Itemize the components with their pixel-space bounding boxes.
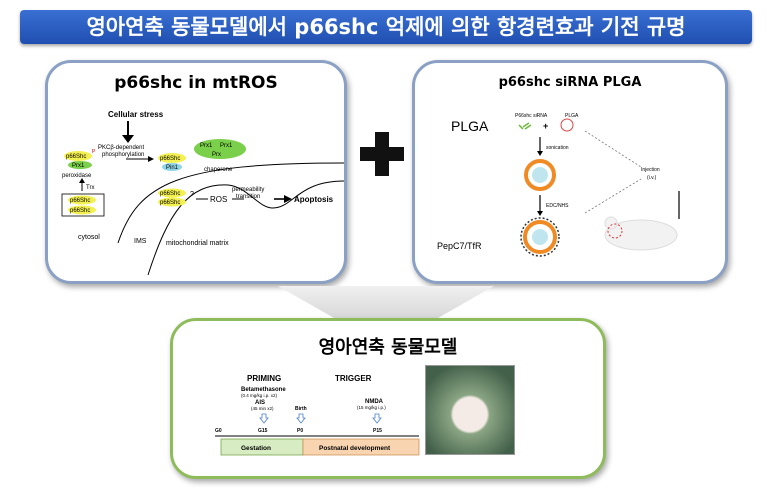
mito-p66shc-bottom bbox=[158, 197, 186, 207]
panel-p66shc-mtros: p66shc in mtROS Cellular stress PKCβ-dep… bbox=[45, 60, 347, 284]
beta-dose-label: (0.4 mg/kg i.p. x2) bbox=[241, 393, 278, 398]
prx-cluster bbox=[194, 139, 246, 159]
panel-animal-model: 영아연축 동물모델 PRIMING TRIGGER Betamethasone … bbox=[170, 318, 606, 479]
sonication-arrow-head bbox=[537, 151, 543, 156]
p66shc-right-blob bbox=[158, 153, 186, 163]
plus-small: + bbox=[543, 121, 548, 131]
dimer-bracket bbox=[61, 193, 105, 217]
gestation-label: Gestation bbox=[241, 445, 271, 452]
mtros-diagram: Cellular stress PKCβ-dependent phosphory… bbox=[61, 110, 344, 276]
permeability-label: permeability bbox=[232, 187, 264, 193]
p66shc-blob bbox=[64, 151, 92, 161]
panel-title: p66shc siRNA PLGA bbox=[498, 75, 642, 90]
edc-arrow-head bbox=[537, 211, 543, 216]
priming-label: PRIMING bbox=[247, 374, 281, 383]
p15-label: P15 bbox=[373, 428, 382, 434]
p66shc-dimer-top bbox=[68, 195, 96, 205]
p66shc-dimer-label-bottom: p66Shc bbox=[70, 208, 90, 214]
plga-large-label: PLGA bbox=[451, 118, 489, 134]
inner-membrane bbox=[147, 180, 344, 276]
prx-cluster-label-2: Prx1 bbox=[220, 143, 233, 149]
pin1-blob bbox=[162, 163, 182, 171]
cytosol-label: cytosol bbox=[78, 234, 100, 241]
pkc-label: PKCβ-dependent bbox=[98, 145, 144, 151]
panel-sirna-plga: p66shc siRNA PLGA PLGA P66shc siRNA PLGA… bbox=[412, 60, 728, 284]
p15-arrow-icon bbox=[372, 413, 382, 424]
prx-cluster-label-1: Prx1 bbox=[200, 143, 213, 149]
ais-label: AIS bbox=[255, 400, 265, 406]
prx1-label: Prx1 bbox=[72, 163, 85, 169]
p66shc-label: p66Shc bbox=[66, 154, 86, 160]
birth-label: Birth bbox=[295, 406, 307, 412]
prx1-blob bbox=[68, 161, 92, 169]
prx-cluster-label-3: Prx bbox=[212, 152, 221, 158]
cellular-stress-label: Cellular stress bbox=[108, 110, 164, 119]
flow-funnel bbox=[278, 286, 494, 318]
panel-title: 영아연축 동물모델 bbox=[318, 337, 458, 358]
plga-polymer-icon bbox=[560, 118, 574, 132]
sirna-icon bbox=[518, 122, 532, 130]
ros-label: ROS bbox=[210, 195, 227, 204]
nmda-dose-label: (15 mg/kg i.p.) bbox=[357, 405, 386, 410]
brain-target-icon bbox=[607, 223, 623, 239]
betamethasone-label: Betamethasone bbox=[241, 387, 286, 393]
apoptosis-arrow-head bbox=[284, 195, 292, 203]
phospho-arrow-head bbox=[148, 156, 154, 162]
question-mark: ? bbox=[190, 191, 194, 198]
timeline-diagram: PRIMING TRIGGER Betamethasone (0.4 mg/kg… bbox=[215, 374, 420, 456]
p-mark: P bbox=[92, 149, 96, 155]
mouse-head bbox=[604, 216, 618, 230]
panel-title: p66shc in mtROS bbox=[114, 73, 278, 93]
p66shc-dimer-label-top: p66Shc bbox=[70, 198, 90, 204]
injection-label: Injection bbox=[641, 167, 660, 173]
phosphorylation-label: phosphorylation bbox=[102, 152, 144, 158]
dashed-link-bottom bbox=[584, 178, 642, 214]
postnatal-bar bbox=[302, 438, 420, 456]
matrix-label: mitochondrial matrix bbox=[166, 240, 229, 247]
outer-membrane bbox=[117, 162, 344, 244]
apoptosis-label: Apoptosis bbox=[294, 195, 334, 204]
mito-p66shc-label-top: p66Shc bbox=[160, 191, 180, 197]
plga-diagram: PLGA P66shc siRNA PLGA + sonication EDC/… bbox=[437, 113, 680, 257]
nmda-label: NMDA bbox=[365, 399, 384, 405]
peroxidase-label: peroxidase bbox=[62, 173, 92, 179]
edc-label: EDC/NHS bbox=[546, 203, 569, 209]
mito-p66shc-label-bottom: p66Shc bbox=[160, 200, 180, 206]
funnel-shape bbox=[278, 286, 494, 318]
nanoparticle-core bbox=[532, 167, 548, 183]
p66shc-right-label: p66Shc bbox=[160, 156, 180, 162]
iv-label: (i.v.) bbox=[647, 175, 657, 181]
page-title-banner: 영아연축 동물모델에서 p66shc 억제에 의한 항경련효과 기전 규명 bbox=[20, 10, 752, 44]
mito-p66shc-top bbox=[158, 188, 186, 198]
trx-arrow-head bbox=[79, 178, 85, 183]
sonication-label: sonication bbox=[546, 145, 569, 151]
ais-dose-label: (45 min x2) bbox=[251, 406, 274, 411]
stress-arrow-head bbox=[122, 135, 134, 143]
plus-icon bbox=[360, 132, 404, 176]
plga-small-label: PLGA bbox=[565, 113, 579, 119]
trx-label: Trx bbox=[86, 185, 94, 191]
mouse-icon bbox=[604, 219, 678, 251]
p66shc-dimer-bottom bbox=[68, 205, 96, 215]
g15-label: G15 bbox=[258, 428, 268, 434]
p0-arrow-icon bbox=[296, 413, 306, 424]
dashed-link-top bbox=[584, 130, 642, 168]
pepc7-label: PepC7/TfR bbox=[437, 241, 482, 251]
ims-label: IMS bbox=[134, 238, 147, 245]
coated-core bbox=[532, 229, 548, 245]
postnatal-label: Postnatal development bbox=[319, 445, 391, 452]
g0-label: G0 bbox=[215, 428, 222, 434]
transition-label: transition bbox=[236, 194, 260, 200]
plus-horizontal-bar bbox=[360, 147, 404, 161]
pin1-label: Pin1 bbox=[166, 165, 179, 171]
p0-label: P0 bbox=[297, 428, 303, 434]
mouse-photo bbox=[425, 365, 515, 455]
pepc7-coating bbox=[520, 217, 560, 257]
sirna-label: P66shc siRNA bbox=[515, 113, 548, 119]
g15-arrow-icon bbox=[259, 413, 269, 424]
trigger-label: TRIGGER bbox=[335, 374, 372, 383]
